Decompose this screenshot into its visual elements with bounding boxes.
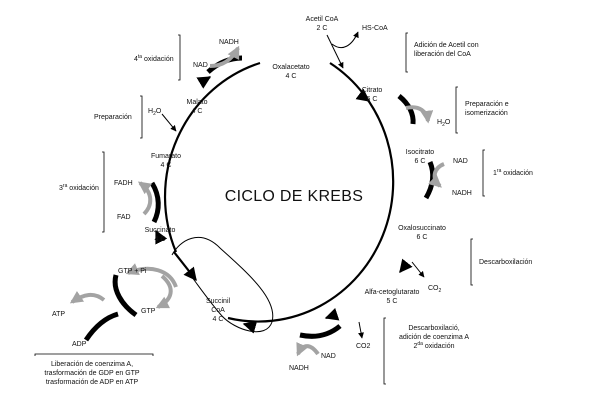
svg-text:trasformación de GDP en GTP: trasformación de GDP en GTP <box>44 370 140 377</box>
h2o-out-citrato: H2O <box>397 94 451 128</box>
svg-text:NADH: NADH <box>289 365 309 372</box>
svg-text:adición de coenzima A: adición de coenzima A <box>399 334 469 341</box>
svg-text:Malato: Malato <box>186 99 207 106</box>
compound-fumarato: Fumarato 4 C <box>151 153 181 169</box>
nad-malato: NAD NADH <box>193 39 243 74</box>
svg-text:5 C: 5 C <box>387 298 398 305</box>
fad-fumarato: FADH FAD <box>114 180 161 224</box>
compound-isocitrato: Isocitrato 6 C <box>406 149 435 165</box>
cycle-title: CICLO DE KREBS <box>225 188 363 205</box>
svg-text:6 C: 6 C <box>367 96 378 103</box>
svg-text:3ra oxidación: 3ra oxidación <box>59 183 99 192</box>
svg-text:GTP: GTP <box>141 308 156 315</box>
svg-text:4ta oxidación: 4ta oxidación <box>134 54 174 63</box>
succinil-loop <box>171 237 274 333</box>
arrow-succinato-succinil <box>173 251 197 282</box>
svg-text:6 C: 6 C <box>415 158 426 165</box>
svg-text:4 C: 4 C <box>286 73 297 80</box>
compound-succinilcoa: Succinil CoA 4 C <box>206 298 231 323</box>
annotation-1ra-oxidacion: 1ra oxidación <box>482 149 533 197</box>
annotation-3ra-oxidacion: 3ra oxidación <box>59 151 105 233</box>
svg-text:CoA: CoA <box>211 307 225 314</box>
svg-text:Adición de Acetil con: Adición de Acetil con <box>414 42 479 49</box>
svg-text:Liberación de coenzima A,: Liberación de coenzima A, <box>51 361 133 368</box>
svg-text:Citrato: Citrato <box>362 87 383 94</box>
svg-text:Descarboxilació,: Descarboxilació, <box>408 325 459 332</box>
nad-alfa: NAD NADH <box>289 324 342 372</box>
svg-text:Alfa-cetoglutarato: Alfa-cetoglutarato <box>365 289 420 296</box>
svg-text:H2O: H2O <box>148 108 162 117</box>
acetil-coa-input: Acetil CoA 2 C HS-CoA <box>306 16 388 69</box>
svg-text:GTP + Pi: GTP + Pi <box>118 268 147 275</box>
annotation-liberacion: Liberación de coenzima A, trasformación … <box>34 353 154 386</box>
svg-text:CO2: CO2 <box>428 285 442 294</box>
svg-text:H2O: H2O <box>437 119 451 128</box>
svg-text:Oxalacetato: Oxalacetato <box>272 64 309 71</box>
nad-isocitrato: NAD NADH <box>423 158 472 200</box>
svg-text:2 C: 2 C <box>317 25 328 32</box>
svg-text:6 C: 6 C <box>417 234 428 241</box>
svg-text:NADH: NADH <box>452 190 472 197</box>
compound-citrato: Citrato 6 C <box>362 87 383 103</box>
annotation-acetil: Adición de Acetil con liberación del CoA <box>405 32 479 73</box>
svg-text:CO2: CO2 <box>356 343 371 350</box>
svg-text:NAD: NAD <box>321 353 336 360</box>
annotation-descarb-2da: Descarboxilació, adición de coenzima A 2… <box>383 317 469 385</box>
hscoa-label: HS-CoA <box>362 25 388 32</box>
svg-text:liberación del CoA: liberación del CoA <box>414 51 471 58</box>
svg-text:FAD: FAD <box>117 214 131 221</box>
svg-text:ATP: ATP <box>52 311 65 318</box>
h2o-in-malato: H2O <box>148 108 177 132</box>
compound-alfacetoglutarato: Alfa-cetoglutarato 5 C <box>365 289 420 305</box>
compound-malato: Malato 4 C <box>186 99 207 115</box>
gtp-atp-region: GTP + Pi GTP ATP ADP <box>52 263 178 348</box>
compound-succinato: Succinato 4 C <box>145 227 176 243</box>
annotation-preparacion: Preparación <box>94 95 143 139</box>
svg-text:2da oxidación: 2da oxidación <box>414 341 455 350</box>
svg-text:Succinato: Succinato <box>145 227 176 234</box>
cycle-ring <box>155 61 413 334</box>
svg-text:FADH: FADH <box>114 180 133 187</box>
svg-text:NAD: NAD <box>453 158 468 165</box>
svg-text:ADP: ADP <box>72 341 87 348</box>
svg-text:Acetil CoA: Acetil CoA <box>306 16 339 23</box>
svg-text:4 C: 4 C <box>192 108 203 115</box>
annotation-isomerizacion: Preparación e isomerización <box>455 86 509 134</box>
compound-oxalosuccinato: Oxalosuccinato 6 C <box>398 225 446 241</box>
svg-text:Descarboxilación: Descarboxilación <box>479 259 532 266</box>
svg-text:Preparación e: Preparación e <box>465 101 509 108</box>
compound-oxalacetato: Oxalacetato 4 C <box>272 64 309 80</box>
svg-text:NAD: NAD <box>193 62 208 69</box>
svg-text:4 C: 4 C <box>161 162 172 169</box>
svg-text:trasformación de ADP en ATP: trasformación de ADP en ATP <box>46 379 139 386</box>
svg-text:Fumarato: Fumarato <box>151 153 181 160</box>
annotation-descarboxilacion: Descarboxilación <box>470 238 532 286</box>
co2-out-oxalosuccinato: CO2 <box>411 261 442 294</box>
svg-text:Succinil: Succinil <box>206 298 231 305</box>
svg-text:1ra oxidación: 1ra oxidación <box>493 168 533 177</box>
svg-text:Isocitrato: Isocitrato <box>406 149 435 156</box>
svg-text:Oxalosuccinato: Oxalosuccinato <box>398 225 446 232</box>
co2-out-alfa: CO2 <box>356 321 371 350</box>
svg-text:4 C: 4 C <box>213 316 224 323</box>
svg-text:isomerización: isomerización <box>465 110 508 117</box>
annotation-4ta-oxidacion: 4ta oxidación <box>134 34 181 81</box>
svg-text:4 C: 4 C <box>155 236 166 243</box>
svg-text:NADH: NADH <box>219 39 239 46</box>
svg-text:Preparación: Preparación <box>94 114 132 121</box>
